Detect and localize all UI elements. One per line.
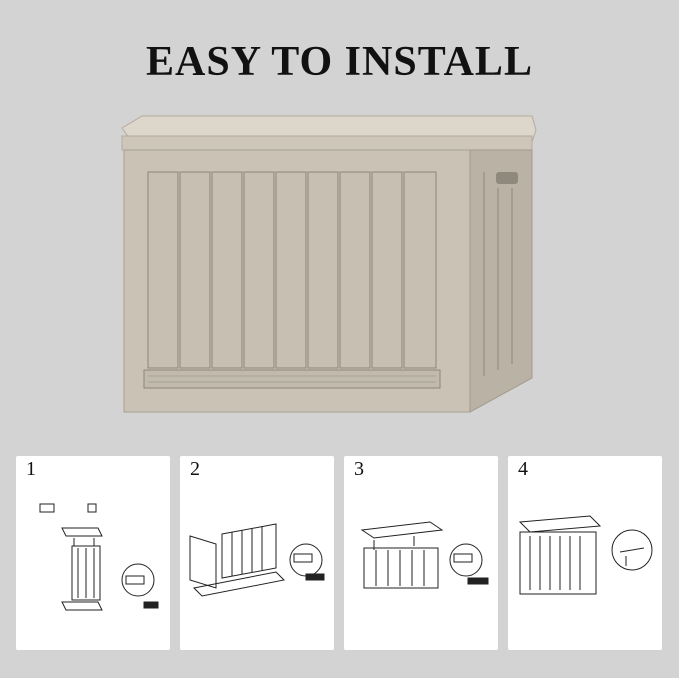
step-number: 2 (190, 458, 200, 480)
box-base (143, 369, 441, 389)
side-slats (483, 172, 513, 376)
step-number: 3 (354, 458, 364, 480)
box-lid-front (121, 135, 533, 151)
step-card-1: 1 (16, 456, 170, 650)
step-3-diagram (360, 521, 489, 589)
step-card-4: 4 (508, 456, 662, 650)
side-handle (496, 172, 518, 184)
page-title: EASY TO INSTALL (146, 39, 533, 85)
step-card-3: 3 (344, 456, 498, 650)
box-side (469, 149, 533, 413)
step-number: 4 (518, 458, 528, 480)
storage-box-illustration (121, 115, 537, 413)
step-card-2: 2 (180, 456, 334, 650)
step-4-diagram (518, 515, 653, 595)
step-2-diagram (189, 523, 325, 597)
step-number: 1 (26, 458, 36, 480)
front-slats (147, 171, 437, 369)
step-1-diagram (39, 503, 159, 611)
